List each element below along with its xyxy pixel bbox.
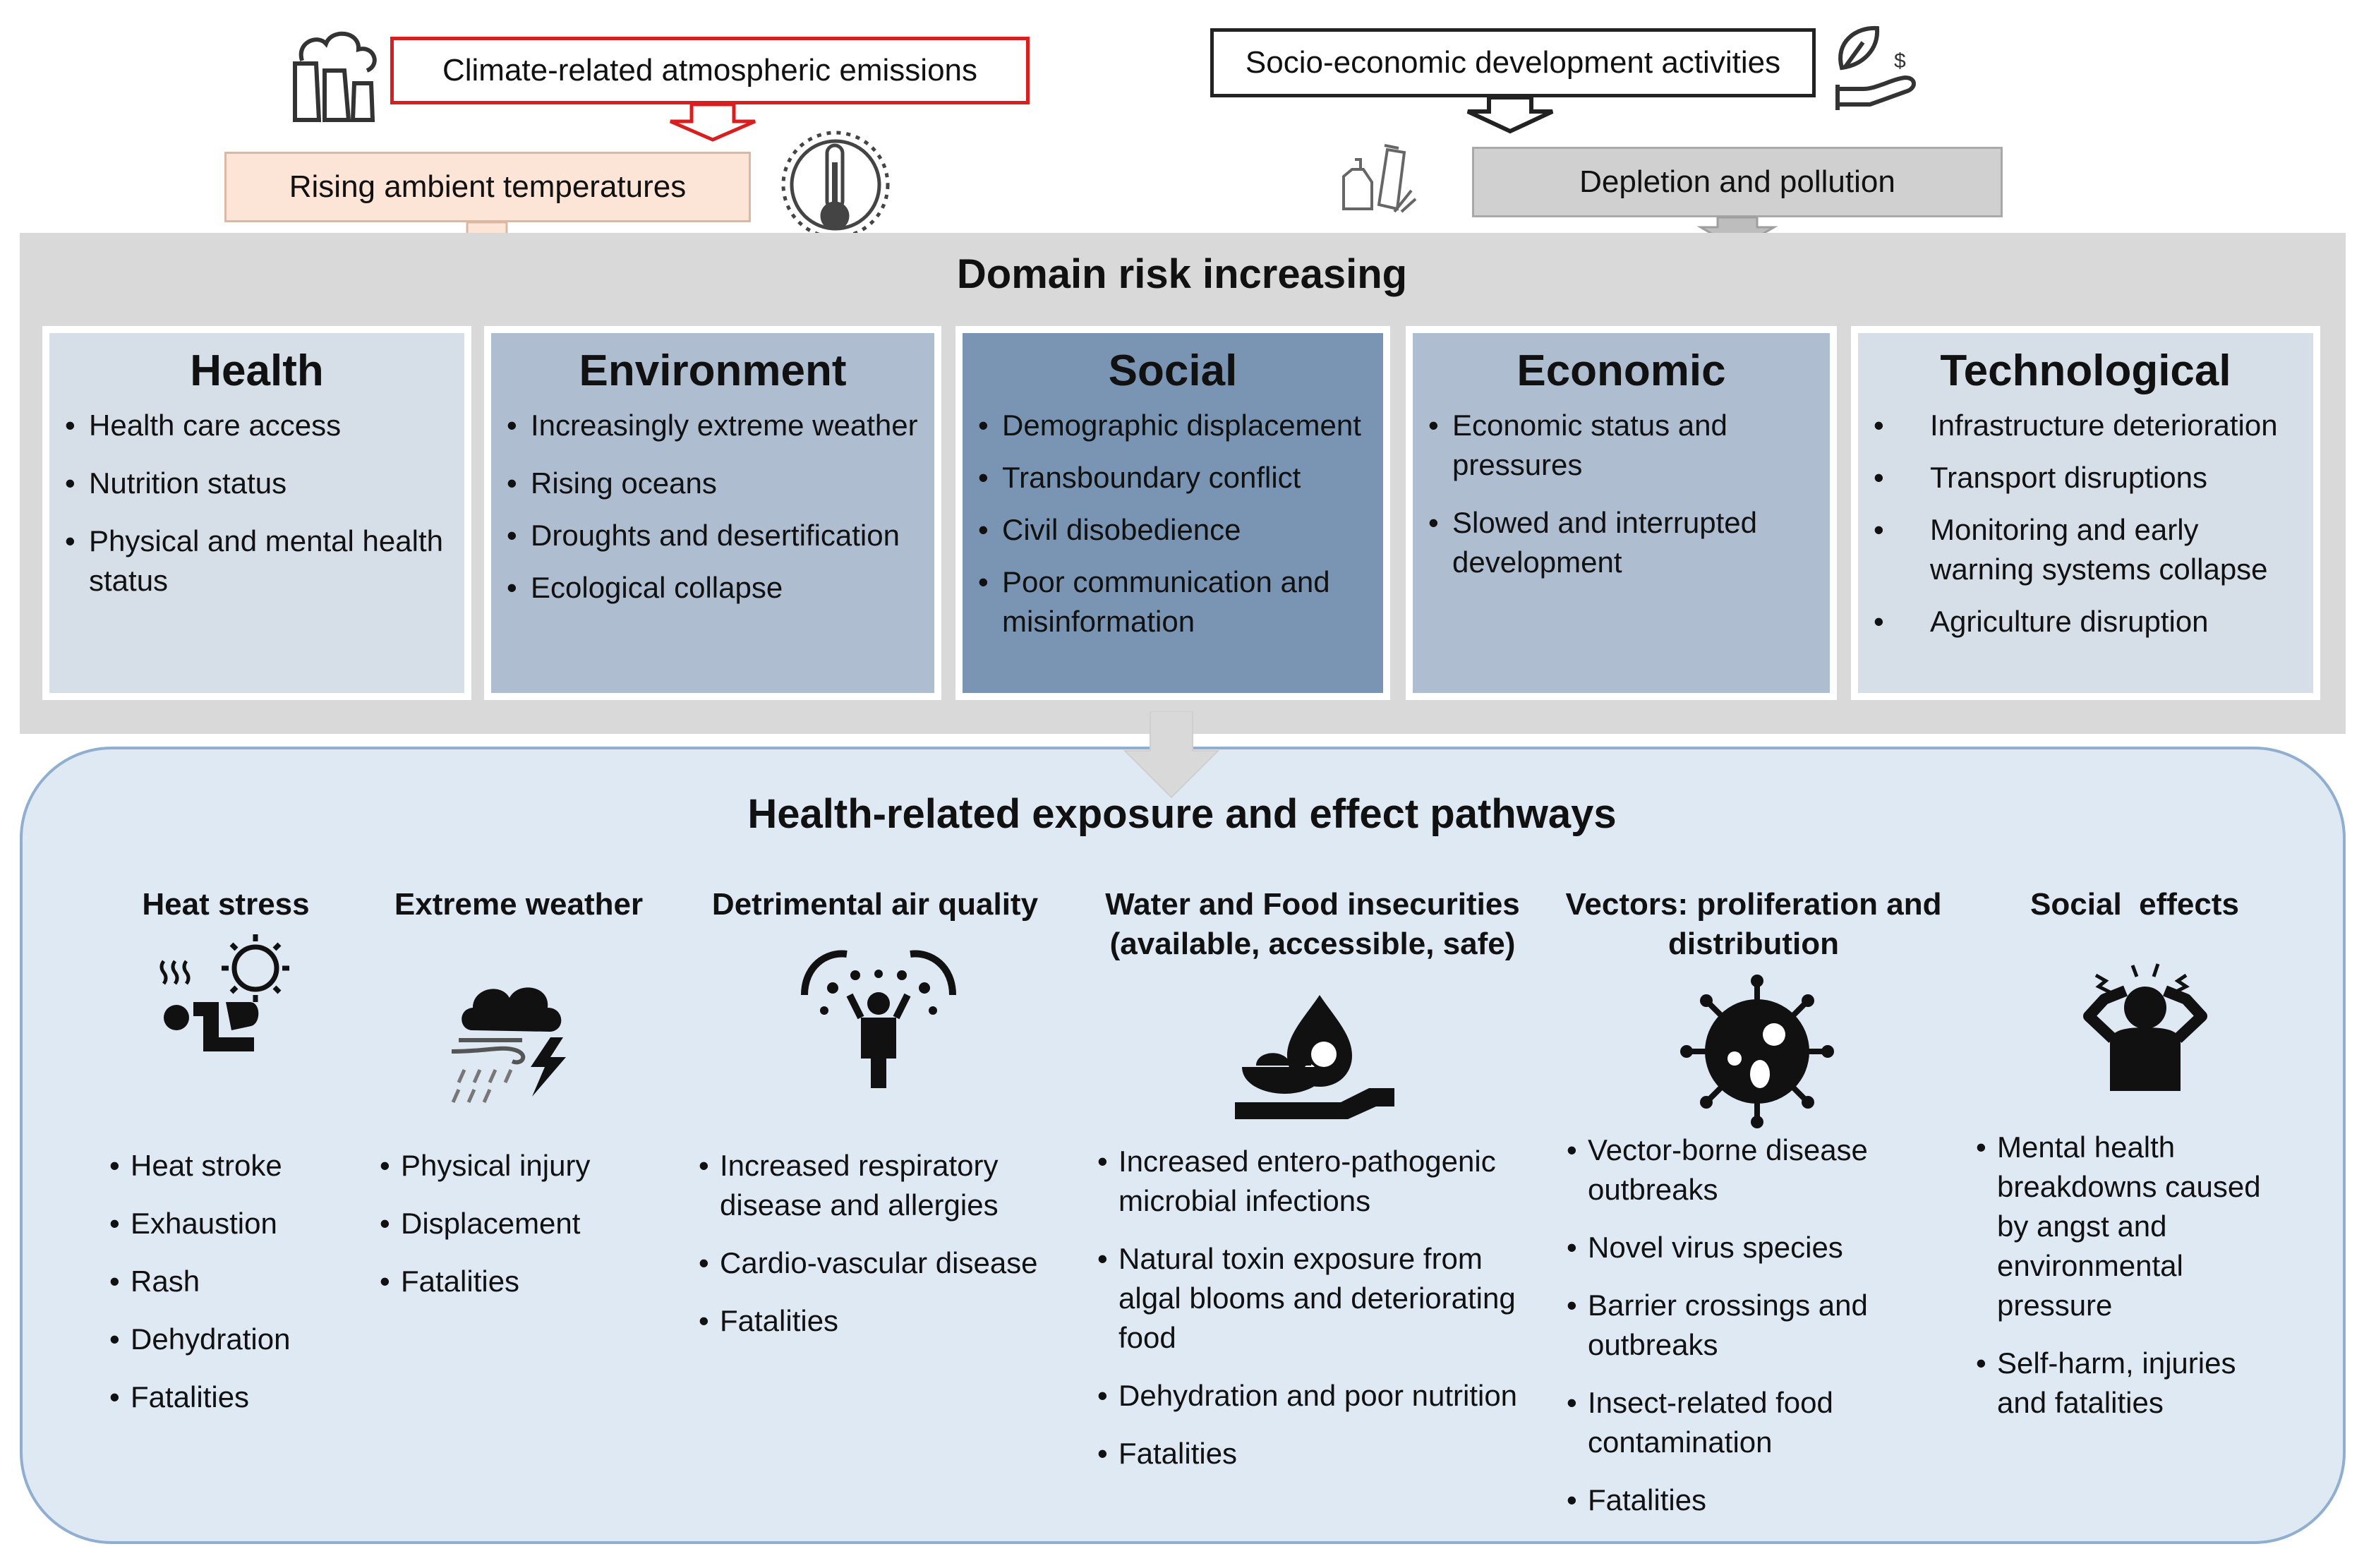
factory-icon <box>293 31 377 122</box>
plant-money-hand-icon: $ <box>1835 25 1916 110</box>
card-title: Economic <box>1516 346 1726 395</box>
list-item: Barrier crossings and outbreaks <box>1567 1286 1934 1365</box>
list-item: Rising oceans <box>507 464 919 503</box>
svg-text:$: $ <box>1894 49 1906 73</box>
social-effects-list: Mental health breakdowns caused by angst… <box>1976 1128 2286 1441</box>
heat-stress-icon <box>159 934 289 1051</box>
list-item: Exhaustion <box>109 1204 342 1243</box>
globe-thermometer-icon <box>781 131 890 239</box>
card-title: Health <box>190 346 324 395</box>
water-food-list: Increased entero-pathogenic microbial in… <box>1097 1142 1521 1492</box>
list-item: Poor communication and misinformation <box>978 562 1368 641</box>
list-item: Increased respiratory disease and allerg… <box>699 1146 1051 1225</box>
card-list: Increasingly extreme weather Rising ocea… <box>507 406 919 608</box>
climate-down-arrow <box>670 102 756 142</box>
list-item: Civil disobedience <box>978 510 1368 550</box>
vectors-list: Vector-borne disease outbreaks Novel vir… <box>1567 1130 1934 1538</box>
pollution-bottles-icon <box>1342 144 1417 213</box>
list-item: Vector-borne disease outbreaks <box>1567 1130 1934 1210</box>
list-item: Insect-related food contamination <box>1567 1383 1934 1462</box>
card-list: Health care access Nutrition status Phys… <box>65 406 449 601</box>
card-title: Social <box>1108 346 1238 395</box>
list-item: Mental health breakdowns caused by angst… <box>1976 1128 2286 1325</box>
virus-icon <box>1680 975 1834 1128</box>
domain-card-social: Social Demographic displacement Transbou… <box>955 326 1390 700</box>
list-item: Fatalities <box>1567 1480 1934 1520</box>
domain-to-pathways-arrow <box>1123 711 1220 799</box>
list-item: Transboundary conflict <box>978 458 1368 497</box>
column-title-water-food: Water and Food insecurities (available, … <box>1105 887 1520 961</box>
list-item: Nutrition status <box>65 464 449 503</box>
list-item: Health care access <box>65 406 449 445</box>
column-title-heat-stress: Heat stress <box>142 887 310 922</box>
list-item: Fatalities <box>380 1262 620 1301</box>
card-list: Demographic displacement Transboundary c… <box>978 406 1368 641</box>
list-item: Physical and mental health status <box>65 521 449 601</box>
rising-temperatures-label: Rising ambient temperatures <box>289 169 687 204</box>
list-item: Droughts and desertification <box>507 516 919 555</box>
list-item: Self-harm, injuries and fatalities <box>1976 1344 2286 1423</box>
list-item: Demographic displacement <box>978 406 1368 445</box>
list-item: Monitoring and early warning systems col… <box>1874 510 2298 589</box>
socio-down-arrow <box>1466 95 1554 134</box>
heat-stress-list: Heat stroke Exhaustion Rash Dehydration … <box>109 1146 342 1435</box>
column-title-vectors: Vectors: proliferation and distribution <box>1565 887 1942 961</box>
domain-card-technological: Technological Infrastructure deteriorati… <box>1851 326 2320 700</box>
climate-emissions-box: Climate-related atmospheric emissions <box>390 37 1030 104</box>
list-item: Ecological collapse <box>507 568 919 608</box>
rising-temperatures-box: Rising ambient temperatures <box>224 152 751 222</box>
list-item: Fatalities <box>1097 1434 1521 1473</box>
list-item: Cardio-vascular disease <box>699 1243 1051 1283</box>
depletion-pollution-box: Depletion and pollution <box>1472 147 2003 217</box>
list-item: Agriculture disruption <box>1874 602 2298 641</box>
card-title: Technological <box>1940 346 2231 395</box>
column-title-social-effects: Social effects <box>2030 887 2239 922</box>
column-title-air-quality: Detrimental air quality <box>711 887 1039 922</box>
list-item: Dehydration <box>109 1320 342 1359</box>
list-item: Heat stroke <box>109 1146 342 1186</box>
domain-title: Domain risk increasing <box>956 251 1408 297</box>
card-title: Environment <box>579 346 847 395</box>
socio-economic-label: Socio-economic development activities <box>1245 45 1781 80</box>
list-item: Increased entero-pathogenic microbial in… <box>1097 1142 1521 1221</box>
air-quality-list: Increased respiratory disease and allerg… <box>699 1146 1051 1359</box>
list-item: Displacement <box>380 1204 620 1243</box>
list-item: Rash <box>109 1262 342 1301</box>
list-item: Novel virus species <box>1567 1228 1934 1267</box>
list-item: Increasingly extreme weather <box>507 406 919 445</box>
distressed-person-icon <box>2083 963 2207 1091</box>
water-food-icon <box>1235 995 1394 1119</box>
card-list: Economic status and pressures Slowed and… <box>1428 406 1814 582</box>
domain-card-economic: Economic Economic status and pressures S… <box>1406 326 1837 700</box>
domain-card-environment: Environment Increasingly extreme weather… <box>484 326 941 700</box>
list-item: Infrastructure deterioration <box>1874 406 2298 445</box>
climate-emissions-label: Climate-related atmospheric emissions <box>442 53 978 88</box>
depletion-pollution-label: Depletion and pollution <box>1579 164 1895 199</box>
card-list: Infrastructure deterioration Transport d… <box>1874 406 2298 641</box>
list-item: Dehydration and poor nutrition <box>1097 1376 1521 1416</box>
pathways-title: Health-related exposure and effect pathw… <box>747 791 1617 837</box>
list-item: Fatalities <box>109 1377 342 1417</box>
list-item: Transport disruptions <box>1874 458 2298 497</box>
list-item: Physical injury <box>380 1146 620 1186</box>
list-item: Natural toxin exposure from algal blooms… <box>1097 1239 1521 1358</box>
storm-icon <box>451 987 566 1104</box>
air-pollution-icon <box>801 950 956 1088</box>
list-item: Economic status and pressures <box>1428 406 1814 485</box>
list-item: Slowed and interrupted development <box>1428 503 1814 582</box>
column-title-extreme-weather: Extreme weather <box>394 887 644 922</box>
list-item: Fatalities <box>699 1301 1051 1341</box>
extreme-weather-list: Physical injury Displacement Fatalities <box>380 1146 620 1320</box>
domain-card-health: Health Health care access Nutrition stat… <box>42 326 471 700</box>
